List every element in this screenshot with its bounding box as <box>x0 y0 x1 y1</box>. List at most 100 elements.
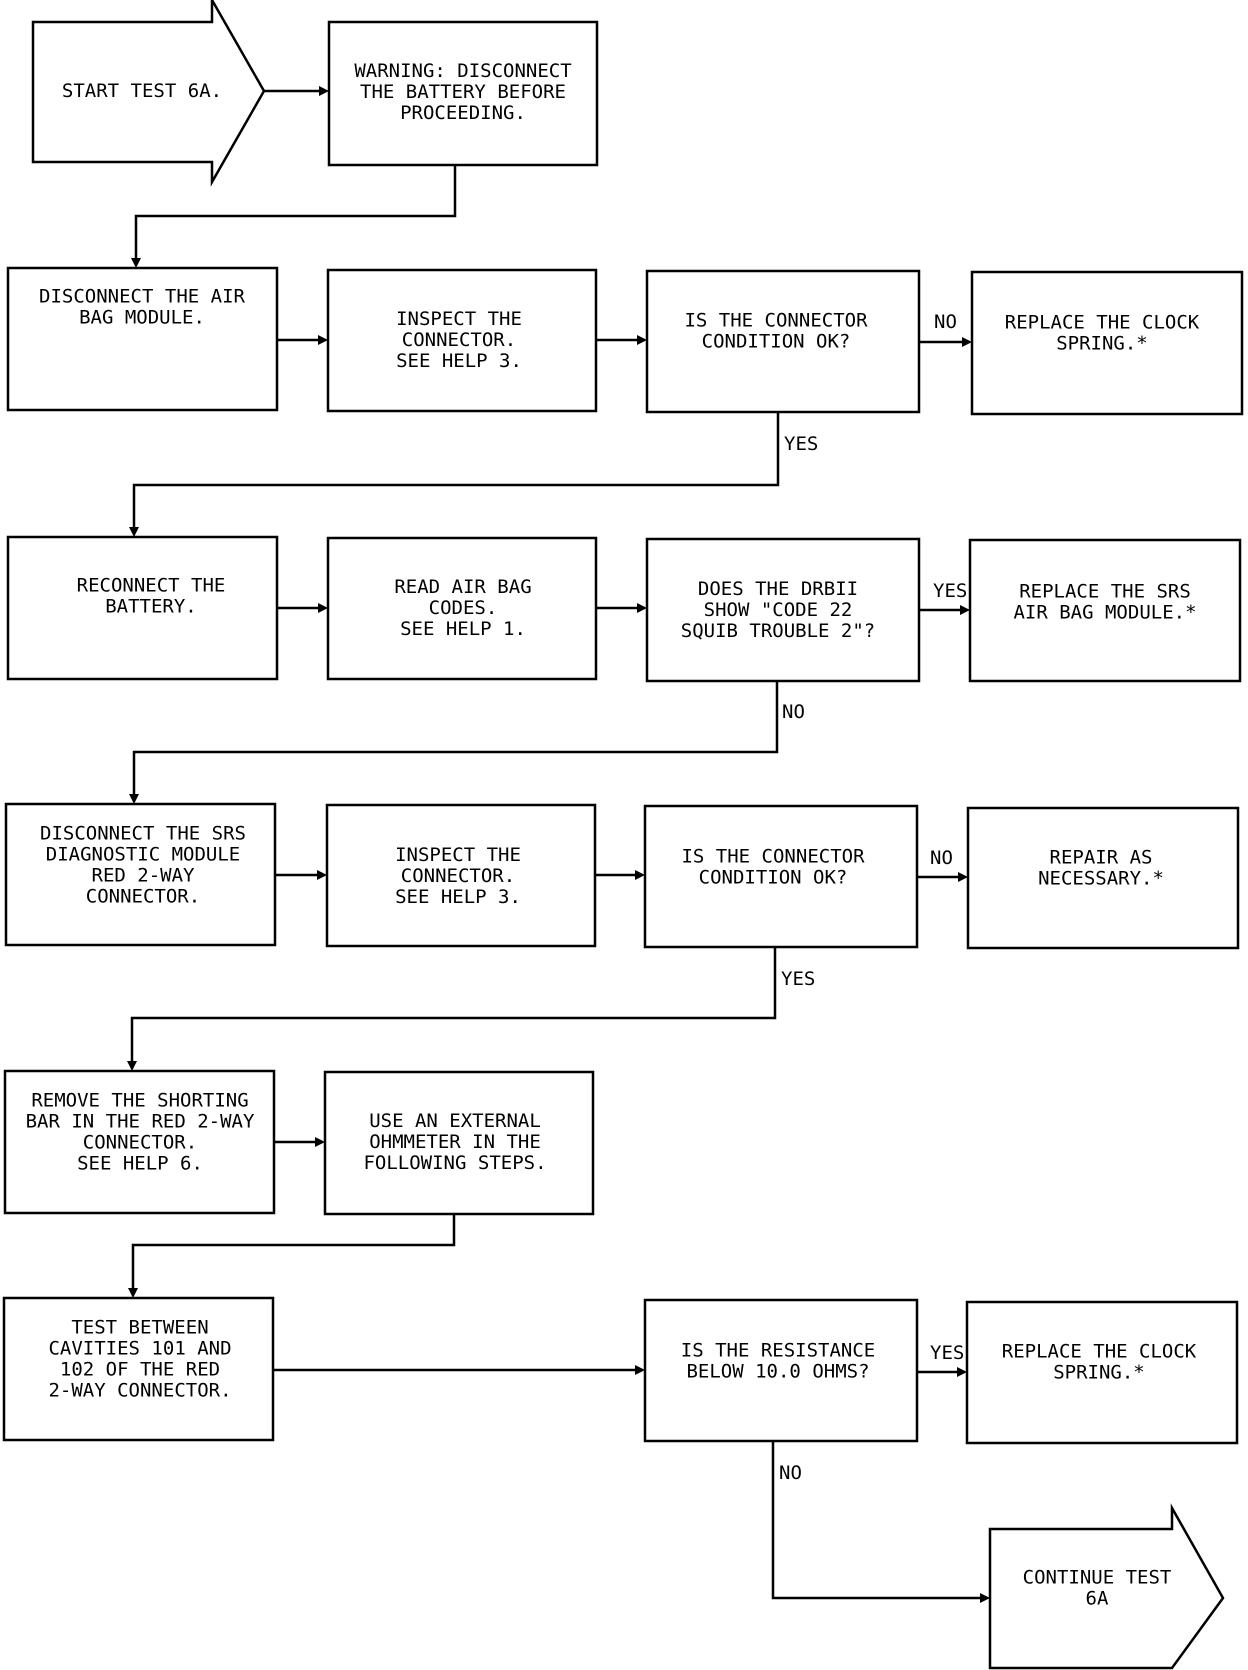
connector-ok-decision-1 <box>645 269 921 414</box>
edge-label-no: NO <box>779 1462 802 1484</box>
node-text-line: DISCONNECT THE SRS <box>40 823 246 845</box>
remove-shorting-bar-box <box>3 1069 276 1215</box>
node-text-line: BAG MODULE. <box>79 307 205 329</box>
read-codes-box <box>326 536 598 681</box>
node-text-line: REMOVE THE SHORTING <box>31 1090 248 1112</box>
node-text-line: REPLACE THE SRS <box>1019 581 1191 603</box>
replace-clock-spring-box-1 <box>970 270 1244 416</box>
node-text-line: REPLACE THE CLOCK <box>1002 1341 1197 1363</box>
node-text-line: SPRING.* <box>1053 1362 1145 1384</box>
connector-ok-decision-2 <box>643 804 919 949</box>
inspect-connector-box-1 <box>326 268 598 413</box>
node-text-line: TEST BETWEEN <box>71 1317 208 1339</box>
node-text-line: SQUIB TROUBLE 2"? <box>681 620 875 642</box>
node-text-line: 2-WAY CONNECTOR. <box>48 1380 231 1402</box>
node-text-line: BAR IN THE RED 2-WAY <box>26 1111 255 1133</box>
node-text-line: DOES THE DRBII <box>698 578 858 600</box>
edge-label-yes: YES <box>784 433 818 455</box>
reconnect-battery-box <box>6 535 279 681</box>
node-text-line: IS THE CONNECTOR <box>684 310 868 332</box>
edge-label-yes: YES <box>930 1342 964 1364</box>
node-text-line: RECONNECT THE <box>77 575 226 597</box>
node-text-line: THE BATTERY BEFORE <box>360 81 566 103</box>
node-text-line: FOLLOWING STEPS. <box>363 1152 546 1174</box>
arrowheads <box>127 86 990 1603</box>
node-text-line: START TEST 6A. <box>62 80 222 102</box>
warning-box <box>327 20 599 167</box>
use-ohmmeter-box <box>323 1070 595 1216</box>
node-text-line: 6A <box>1086 1588 1109 1610</box>
node-text-line: PROCEEDING. <box>400 102 526 124</box>
node-text-line: RED 2-WAY <box>92 865 196 887</box>
node-text-line: REPAIR AS <box>1050 847 1153 869</box>
node-text-line: WARNING: DISCONNECT <box>354 60 571 82</box>
start-arrow-shape <box>31 0 266 187</box>
replace-srs-module-box <box>968 538 1242 683</box>
node-text-line: CAVITIES 101 AND <box>48 1338 231 1360</box>
node-text-line: CONDITION OK? <box>702 331 851 353</box>
edge-label-yes: YES <box>781 968 815 990</box>
disconnect-srs-diag-box <box>4 802 277 947</box>
node-text-line: IS THE CONNECTOR <box>681 846 865 868</box>
node-text-line: REPLACE THE CLOCK <box>1005 312 1200 334</box>
start-text: START TEST 6A. <box>62 80 222 102</box>
node-text-line: SEE HELP 6. <box>77 1153 203 1175</box>
connectors <box>130 89 986 1600</box>
node-text-line: CONNECTOR. <box>401 865 515 887</box>
node-text-line: AIR BAG MODULE.* <box>1013 602 1196 624</box>
node-text-line: READ AIR BAG <box>394 576 531 598</box>
node-text-line: DIAGNOSTIC MODULE <box>46 844 240 866</box>
node-text-line: SHOW "CODE 22 <box>704 599 853 621</box>
node-text-line: USE AN EXTERNAL <box>369 1110 541 1132</box>
node-text-line: CONNECTOR. <box>86 886 200 908</box>
node-text-line: DISCONNECT THE AIR <box>39 286 245 308</box>
node-text-line: SPRING.* <box>1056 333 1148 355</box>
node-text-line: CONDITION OK? <box>699 867 848 889</box>
edge-label-yes: YES <box>933 580 967 602</box>
node-text-line: CONNECTOR. <box>402 329 516 351</box>
node-text-line: SEE HELP 1. <box>400 618 526 640</box>
node-text-line: INSPECT THE <box>395 844 521 866</box>
node-text-line: BELOW 10.0 OHMS? <box>686 1361 869 1383</box>
node-text-line: NECESSARY.* <box>1038 868 1164 890</box>
node-text-line: INSPECT THE <box>396 308 522 330</box>
edge-label-no: NO <box>934 311 957 333</box>
test-cavities-box <box>2 1296 275 1442</box>
node-text-line: OHMMETER IN THE <box>369 1131 541 1153</box>
replace-clock-spring-box-2 <box>965 1300 1239 1445</box>
node-text-line: BATTERY. <box>105 596 197 618</box>
edge-label-no: NO <box>930 847 953 869</box>
resistance-decision <box>643 1298 919 1443</box>
node-text-line: SEE HELP 3. <box>395 886 521 908</box>
node-text-line: SEE HELP 3. <box>396 350 522 372</box>
node-text-line: IS THE RESISTANCE <box>681 1340 875 1362</box>
node-text-line: CONTINUE TEST <box>1023 1567 1172 1589</box>
disconnect-airbag-box <box>6 266 279 412</box>
repair-box <box>966 806 1240 950</box>
edge-label-no: NO <box>782 701 805 723</box>
node-text-line: CONNECTOR. <box>83 1132 197 1154</box>
node-text-line: CODES. <box>429 597 498 619</box>
node-text-line: 102 OF THE RED <box>60 1359 220 1381</box>
continue-arrow-shape <box>988 1503 1225 1670</box>
